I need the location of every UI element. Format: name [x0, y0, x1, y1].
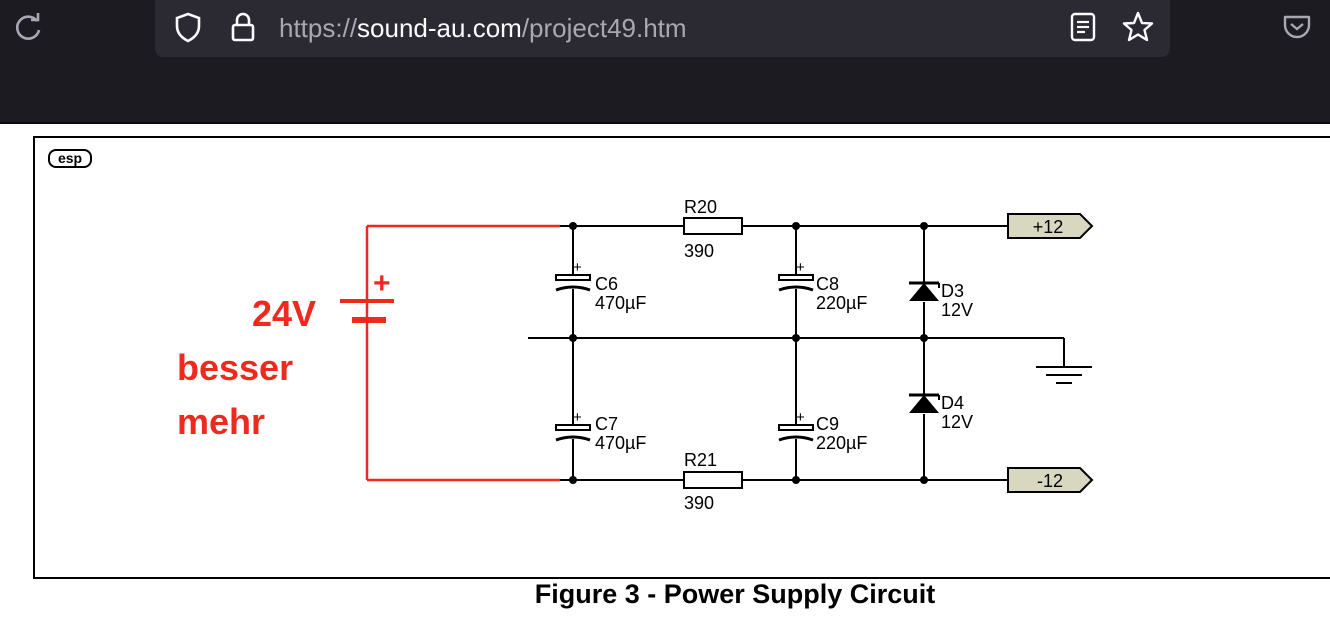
c6-polarity: + — [573, 259, 582, 276]
capacitor-c9: + C9 220µF — [778, 409, 867, 453]
annotation-line-2: mehr — [177, 401, 265, 442]
d3-value: 12V — [941, 300, 973, 320]
bookmark-star-icon[interactable] — [1120, 9, 1156, 45]
output-label-positive: +12 — [1007, 213, 1094, 239]
lock-icon[interactable] — [225, 9, 261, 45]
r20-ref: R20 — [684, 197, 717, 217]
c9-value: 220µF — [816, 433, 867, 453]
figure-frame — [33, 136, 1330, 579]
battery-plus: + — [373, 267, 391, 300]
figure-caption: Figure 3 - Power Supply Circuit — [534, 579, 936, 609]
url-path: /project49.htm — [521, 13, 687, 43]
c9-ref: C9 — [816, 414, 839, 434]
url-text[interactable]: https://sound-au.com/project49.htm — [279, 12, 687, 44]
output-positive-text: +12 — [1033, 217, 1064, 237]
address-bar[interactable] — [155, 0, 1170, 57]
c7-value: 470µF — [595, 433, 646, 453]
c7-polarity: + — [573, 409, 582, 426]
voltage-label: 24V — [252, 293, 316, 334]
c6-ref: C6 — [595, 274, 618, 294]
esp-logo-text: esp — [58, 150, 82, 166]
annotation-line-1: besser — [177, 347, 293, 388]
zener-diode-d4: D4 12V — [909, 393, 973, 432]
url-scheme: https:// — [279, 13, 358, 43]
pocket-icon[interactable] — [1280, 10, 1314, 44]
browser-toolbar: https://sound-au.com/project49.htm — [0, 0, 1330, 124]
r21-value: 390 — [684, 493, 714, 513]
capacitor-c7: + C7 470µF — [555, 409, 646, 453]
d4-ref: D4 — [941, 393, 964, 413]
output-label-negative: -12 — [1007, 467, 1094, 493]
c6-value: 470µF — [595, 293, 646, 313]
capacitor-c8: + C8 220µF — [778, 259, 867, 313]
url-host: sound-au.com — [357, 13, 522, 43]
c8-polarity: + — [796, 259, 805, 276]
junction-dots — [569, 222, 928, 484]
zener-diode-d3: D3 12V — [909, 281, 973, 320]
shield-icon[interactable] — [170, 9, 206, 45]
battery-annotation — [340, 224, 560, 482]
r20-value: 390 — [684, 241, 714, 261]
c8-ref: C8 — [816, 274, 839, 294]
reader-view-icon[interactable] — [1066, 10, 1100, 44]
resistor-r20: R20 390 — [683, 197, 743, 261]
d4-value: 12V — [941, 412, 973, 432]
esp-logo: esp — [48, 149, 92, 168]
c9-polarity: + — [796, 409, 805, 426]
c8-value: 220µF — [816, 293, 867, 313]
reload-icon[interactable] — [10, 10, 46, 46]
c7-ref: C7 — [595, 414, 618, 434]
capacitor-c6: + C6 470µF — [555, 259, 646, 313]
wiring — [528, 225, 1092, 481]
output-negative-text: -12 — [1037, 471, 1063, 491]
r21-ref: R21 — [684, 450, 717, 470]
toolbar-divider — [0, 122, 1330, 124]
schematic-figure: esp R20 390 R21 — [33, 136, 1330, 579]
resistor-r21: R21 390 — [683, 450, 743, 513]
d3-ref: D3 — [941, 281, 964, 301]
